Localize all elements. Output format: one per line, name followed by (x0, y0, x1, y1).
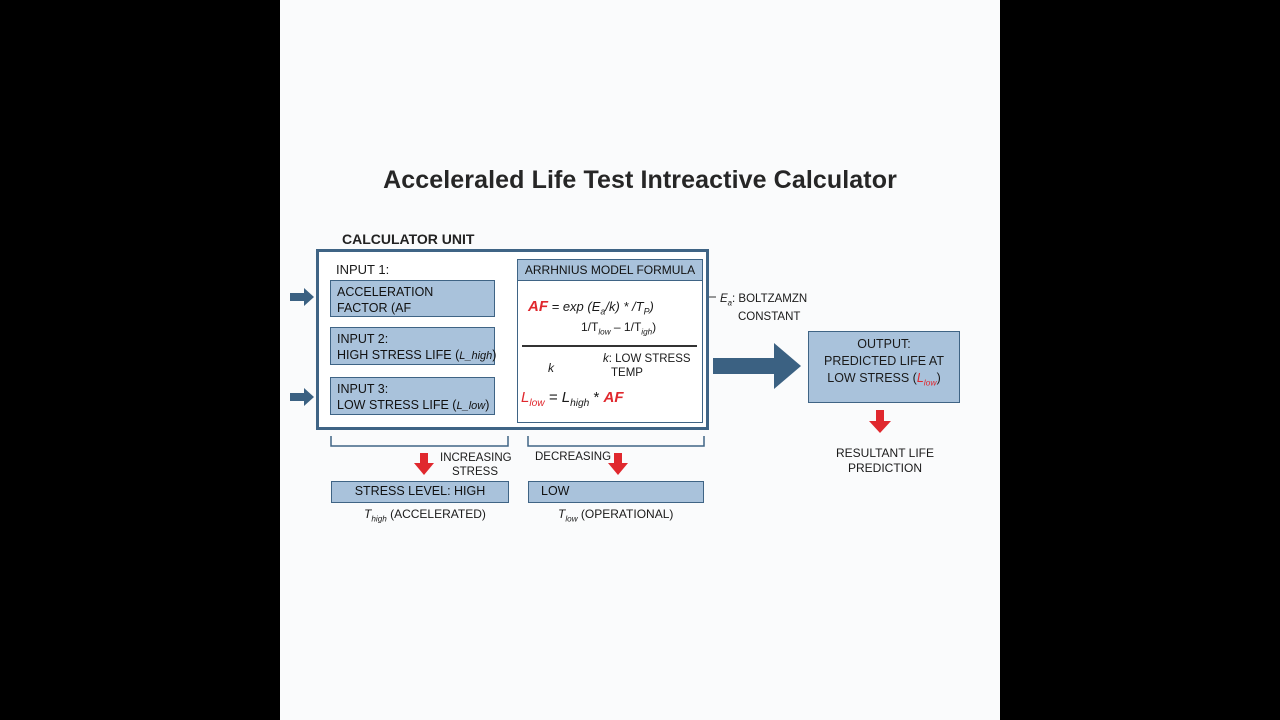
low-stress-life-input[interactable]: INPUT 3: LOW STRESS LIFE (L_low) (330, 377, 495, 415)
output-line3: LOW STRESS (Llow) (827, 371, 941, 388)
resultant-life-label: RESULTANT LIFE PREDICTION (835, 446, 935, 475)
af-denominator: 1/Tlow – 1/Tigh) (581, 320, 657, 337)
input3-line2: LOW STRESS LIFE (L_low) (337, 398, 490, 412)
stress-level-low-box[interactable]: LOW (528, 481, 704, 503)
k-description: k: LOW STRESS TEMP (603, 353, 691, 379)
af-symbol: AF (528, 298, 548, 315)
input1-line1: ACCELERATION (337, 285, 434, 299)
formula-divider (522, 345, 697, 347)
high-stress-life-input[interactable]: INPUT 2: HIGH STRESS LIFE (L_high) (330, 327, 497, 365)
llow-af-symbol: AF (603, 389, 624, 406)
input1-line2: FACTOR (AF (337, 301, 412, 315)
page-title: Acceleraled Life Test Intreactive Calcul… (383, 166, 897, 194)
diagram-canvas: Acceleraled Life Test Intreactive Calcul… (280, 0, 1000, 720)
calculator-unit-label: CALCULATOR UNIT (342, 231, 475, 247)
llow-symbol: Llow (521, 389, 545, 409)
increasing-stress-label: INCREASING STRESS (440, 452, 512, 478)
input3-label: INPUT 3: (337, 382, 389, 396)
input3-symbol: L_low (456, 400, 486, 412)
t-high-note: Thigh (ACCELERATED) (364, 507, 486, 524)
output-line2: PREDICTED LIFE AT (824, 354, 944, 368)
bracket-right (527, 436, 705, 447)
t-low-note: Tlow (OPERATIONAL) (558, 507, 674, 524)
decreasing-label: DECREASING (535, 451, 612, 463)
acceleration-factor-input[interactable]: ACCELERATION FACTOR (AF (330, 280, 495, 317)
ea-note: Ea: BOLTZAMZN CONSTANT (720, 293, 808, 324)
input2-label: INPUT 2: (337, 332, 389, 346)
output-box[interactable]: OUTPUT: PREDICTED LIFE AT LOW STRESS (Ll… (808, 331, 960, 403)
af-formula: AF = exp (Ea/k) * /TP) (528, 298, 654, 317)
llow-formula: Llow = Lhigh * AF (521, 389, 624, 409)
input2-line2: HIGH STRESS LIFE (L_high) (337, 348, 497, 362)
output-line1: OUTPUT: (857, 337, 911, 351)
output-symbol: Llow (916, 371, 937, 388)
bracket-left (330, 436, 509, 447)
stress-level-high-box[interactable]: STRESS LEVEL: HIGH (331, 481, 509, 503)
input1-label: INPUT 1: (336, 262, 390, 277)
formula-panel (517, 259, 703, 423)
output-arrow (713, 343, 801, 389)
formula-title: ARRHNIUS MODEL FORMULA (518, 260, 702, 281)
increasing-stress-arrow (414, 453, 434, 475)
resultant-arrow (869, 410, 891, 433)
decreasing-stress-arrow (608, 453, 628, 475)
k-label: k (548, 361, 554, 375)
input2-symbol: L_high (459, 350, 493, 362)
